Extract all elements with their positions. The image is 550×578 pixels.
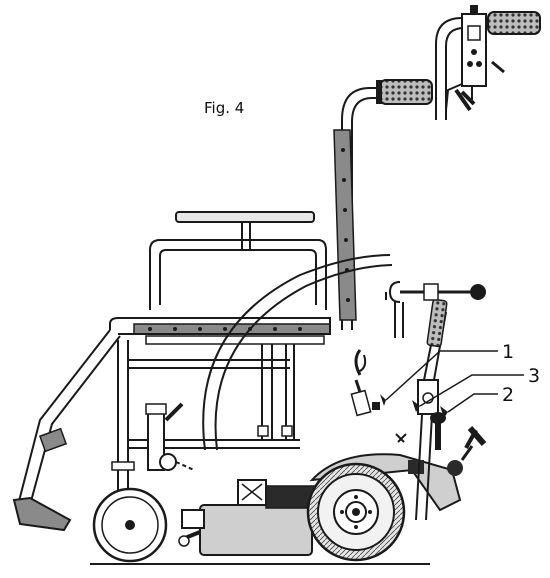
curved-bar — [202, 254, 393, 451]
tiller-grip — [426, 298, 448, 348]
backrest-strip — [333, 129, 357, 321]
push-bar — [385, 281, 486, 338]
front-clamp — [145, 402, 195, 471]
handle-grip-right — [487, 11, 541, 35]
tiller-column — [415, 298, 448, 521]
figure-title: Fig. 4 — [204, 99, 244, 117]
callout-leaders — [385, 350, 524, 413]
callout-2: 2 — [502, 384, 514, 406]
callout-1: 1 — [502, 341, 514, 363]
ball-knob — [470, 284, 486, 300]
handle-grip-left — [376, 79, 433, 105]
armrest — [175, 211, 315, 251]
callout-3: 3 — [528, 365, 540, 387]
castor-assembly — [92, 461, 168, 563]
t-screw — [447, 426, 487, 476]
drive-housing-rear — [199, 504, 313, 556]
footplate — [12, 496, 72, 532]
control-unit-detail — [435, 5, 541, 120]
push-handle — [341, 87, 382, 330]
adjustment-knob — [430, 412, 446, 450]
drive-unit — [178, 453, 462, 562]
leg-strap — [38, 427, 68, 453]
side-frame — [149, 239, 327, 310]
legrest — [17, 329, 121, 506]
connector-part — [350, 349, 407, 443]
